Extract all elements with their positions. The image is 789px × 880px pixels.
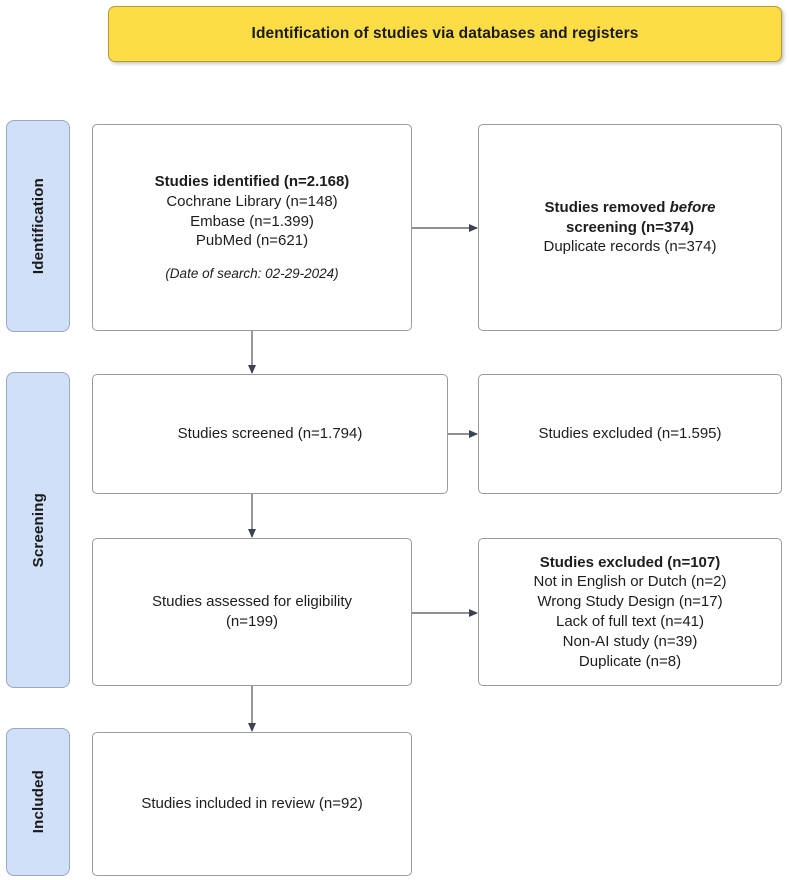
studies-identified-spacer <box>103 251 401 265</box>
studies-identified-source-embase: Embase (n=1.399) <box>190 212 314 230</box>
excluded-reason-duplicate: Duplicate (n=8) <box>578 652 682 670</box>
studies-removed-heading-emphasis: before <box>669 198 716 216</box>
studies-included-text: Studies included in review (n=92) <box>141 795 363 813</box>
studies-identified-source-pubmed: PubMed (n=621) <box>195 232 309 250</box>
diagram-title: Identification of studies via databases … <box>251 25 639 42</box>
stage-label-screening: Screening <box>29 492 47 568</box>
excluded-reason-non-ai-study: Non-AI study (n=39) <box>562 632 698 650</box>
eligibility-text-line-2: (n=199) <box>225 613 279 630</box>
stage-bar-screening: Screening <box>6 372 70 688</box>
stage-label-identification: Identification <box>29 177 47 275</box>
excluded-eligibility-heading: Studies excluded (n=107) <box>539 553 721 571</box>
studies-removed-duplicate-records: Duplicate records (n=374) <box>543 238 717 256</box>
box-studies-identified: Studies identified (n=2.168) Cochrane Li… <box>92 124 412 331</box>
studies-excluded-screening-text: Studies excluded (n=1.595) <box>538 425 722 443</box>
studies-identified-source-cochrane: Cochrane Library (n=148) <box>166 192 338 210</box>
excluded-reason-wrong-study-design: Wrong Study Design (n=17) <box>537 593 723 611</box>
excluded-reason-not-english-or-dutch: Not in English or Dutch (n=2) <box>533 573 727 591</box>
box-studies-excluded-eligibility: Studies excluded (n=107) Not in English … <box>478 538 782 686</box>
stage-label-included: Included <box>29 770 47 834</box>
stage-bar-included: Included <box>6 728 70 876</box>
studies-identified-heading: Studies identified (n=2.168) <box>154 173 350 190</box>
studies-removed-heading-line-2: screening (n=374) <box>566 218 694 236</box>
studies-screened-text: Studies screened (n=1.794) <box>177 425 363 443</box>
studies-removed-heading-text: Studies removed <box>544 198 670 216</box>
studies-removed-heading-line-1: Studies removed before <box>489 198 771 218</box>
box-studies-removed-before-screening: Studies removed before screening (n=374)… <box>478 124 782 331</box>
excluded-reason-lack-of-full-text: Lack of full text (n=41) <box>556 613 704 630</box>
stage-bar-identification: Identification <box>6 120 70 332</box>
box-studies-assessed-for-eligibility: Studies assessed for eligibility (n=199) <box>92 538 412 686</box>
diagram-header-banner: Identification of studies via databases … <box>108 6 782 62</box>
eligibility-text-line-1: Studies assessed for eligibility <box>151 593 353 611</box>
studies-identified-search-date: (Date of search: 02-29-2024) <box>165 266 339 282</box>
box-studies-included-in-review: Studies included in review (n=92) <box>92 732 412 876</box>
box-studies-screened: Studies screened (n=1.794) <box>92 374 448 494</box>
box-studies-excluded-screening: Studies excluded (n=1.595) <box>478 374 782 494</box>
